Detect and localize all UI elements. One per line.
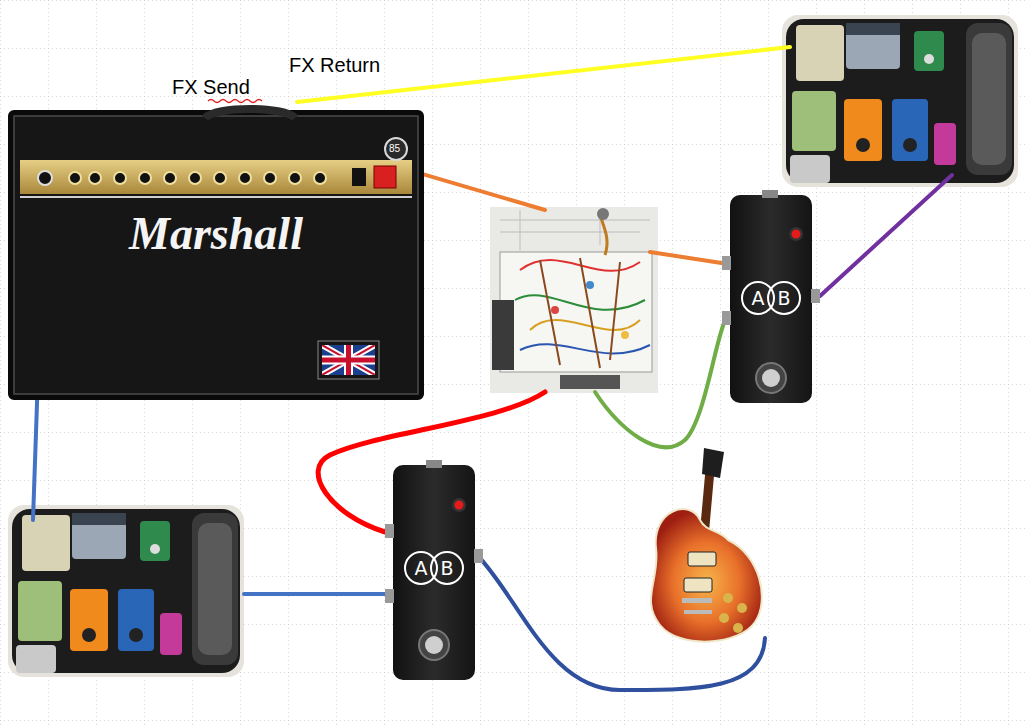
jack — [722, 311, 731, 325]
breadboard-photo — [490, 207, 658, 393]
power-switch — [374, 166, 396, 188]
guitar-knob — [719, 613, 729, 623]
guitar-knob — [733, 623, 743, 633]
footswitch-cap — [762, 369, 780, 387]
brand-logo: Marshall — [13, 207, 419, 260]
component — [586, 281, 594, 289]
amp-knob — [264, 172, 276, 184]
ab-switch-pedal: AB — [393, 465, 475, 680]
component — [551, 306, 559, 314]
flag-saltire — [322, 345, 375, 375]
badge-number: 85 — [389, 144, 400, 154]
amp-knob — [164, 172, 176, 184]
schematic-paper-lines — [500, 210, 650, 250]
blue-cable — [244, 592, 388, 596]
guitar-bridge — [682, 598, 712, 603]
guitar-pickup — [688, 552, 716, 566]
breadboard — [500, 252, 652, 372]
footswitch — [756, 363, 786, 393]
jack — [762, 190, 778, 198]
ab-logo: AB — [393, 551, 475, 585]
jumper-wire — [540, 258, 620, 368]
port-label: FX Return — [289, 55, 380, 75]
jack — [811, 289, 820, 303]
purple-cable — [820, 175, 952, 296]
guitar-pickup — [684, 578, 712, 592]
spellcheck-underline — [208, 100, 262, 103]
logo-letter: B — [430, 551, 464, 585]
component — [621, 331, 629, 339]
guitar — [651, 448, 762, 642]
logo-letter: B — [767, 281, 801, 315]
flag-cross — [322, 345, 375, 375]
anniversary-badge — [385, 138, 407, 160]
guitar-body — [651, 509, 762, 642]
guitar-headstock — [702, 448, 724, 478]
jumper-wire — [530, 320, 640, 330]
orange-cable — [650, 252, 728, 264]
jumper-wire — [520, 344, 650, 353]
led — [455, 501, 464, 510]
port-label: FX Send — [172, 77, 250, 97]
breadboard-edge — [560, 375, 620, 389]
flag-saltire — [322, 345, 375, 375]
led — [792, 230, 801, 239]
ab-logo: AB — [730, 281, 812, 315]
green-cable — [595, 318, 726, 447]
breadboard-edge — [492, 300, 514, 370]
jack — [385, 589, 394, 603]
jack — [426, 460, 442, 468]
amp-handle — [205, 109, 295, 118]
ab-switch-pedal: AB — [730, 195, 812, 403]
guitar-knob — [723, 593, 733, 603]
amp-knob — [69, 172, 81, 184]
amp-knob — [214, 172, 226, 184]
standby-switch — [352, 168, 366, 186]
footswitch — [419, 630, 449, 660]
jumper-wire — [515, 295, 645, 310]
amp-piping — [20, 196, 412, 198]
led-bezel — [452, 498, 466, 512]
amp-knob — [189, 172, 201, 184]
pedalboard-top — [782, 15, 1018, 187]
amp-knob — [314, 172, 326, 184]
footswitch-cap — [425, 636, 443, 654]
jack — [474, 549, 483, 563]
amp-control-panel — [20, 160, 412, 194]
amp-knobs — [38, 171, 326, 185]
potentiometer-wire — [600, 215, 607, 255]
ab-pedal-details-top — [722, 190, 820, 393]
flag-field — [322, 345, 375, 375]
breadboard-photo-background — [490, 207, 658, 393]
jack — [385, 524, 394, 538]
input-jack — [38, 171, 52, 185]
amp-knob — [239, 172, 251, 184]
logo-letter: A — [404, 551, 438, 585]
led-bezel — [789, 227, 803, 241]
flag-cross — [322, 345, 375, 375]
pedalboard-bottom — [8, 505, 244, 677]
logo-letter: A — [741, 281, 775, 315]
amp-knob — [89, 172, 101, 184]
guitar-tailpiece — [684, 610, 712, 614]
ab-pedal-details-bottom — [385, 460, 483, 660]
guitar-knob — [737, 603, 747, 613]
amplifier-cabinet: Marshall — [8, 110, 424, 400]
potentiometer — [597, 208, 609, 220]
blue-cable — [478, 556, 765, 690]
union-flag-badge — [322, 345, 375, 375]
badge-frame — [318, 341, 379, 379]
amp-knob — [289, 172, 301, 184]
amp-knob — [139, 172, 151, 184]
jack — [722, 256, 731, 270]
amp-knob — [114, 172, 126, 184]
